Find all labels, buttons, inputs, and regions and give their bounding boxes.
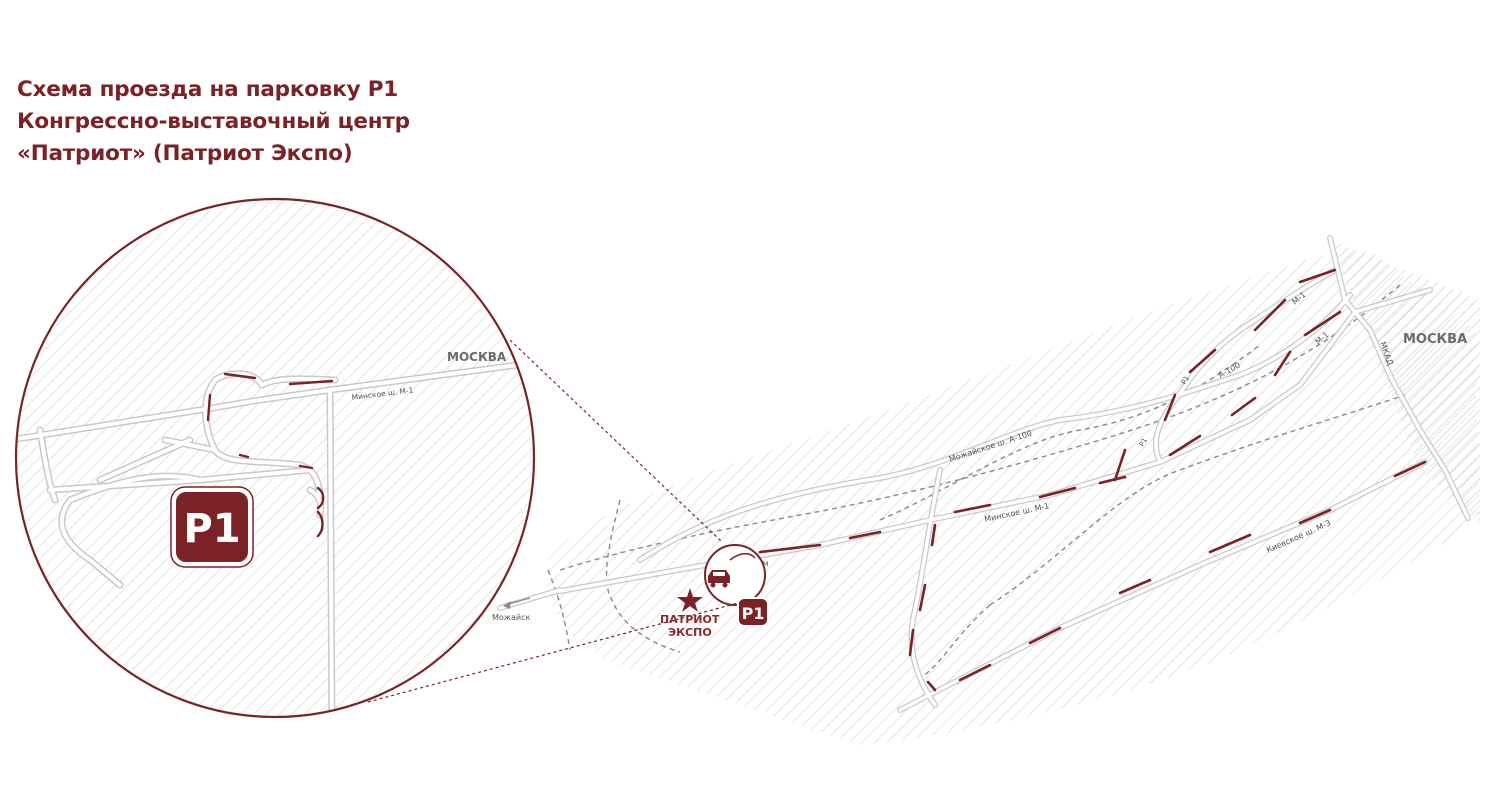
arrow-left-icon [503,597,531,609]
inset-zoom[interactable]: МОСКВА Минское ш. М-1 P1 [10,190,550,740]
brand-line-2: ЭКСПО [668,626,712,639]
map-city-label: МОСКВА [1403,332,1467,347]
expo-logo: ПАТРИОТ ЭКСПО [660,588,720,639]
road-label-r1: Р1 [1180,374,1191,386]
map-parking-label: P1 [742,604,765,623]
inset-parking-icon[interactable]: P1 [170,486,254,568]
zoom-connectors [367,339,743,703]
car-icon [708,570,730,588]
inset-parking-label: P1 [183,506,240,552]
brand-line-1: ПАТРИОТ [660,613,720,626]
inset-city-label: МОСКВА [447,350,507,364]
region-borders [547,284,1406,681]
star-icon [677,588,703,612]
title-line-2: Конгрессно-выставочный центр [17,109,410,134]
route-arrows [758,268,1427,692]
title-line-3: «Патриот» (Патриот Экспо) [17,141,353,166]
parking-icon[interactable]: P1 [737,597,769,627]
title-line-1: Схема проезда на парковку Р1 [17,77,399,102]
map-terrain [546,240,1480,745]
page-title: Схема проезда на парковку Р1 Конгрессно-… [17,74,410,170]
road-label-r1-b: Р1 [1138,436,1149,448]
roads [497,235,1471,713]
location-marker[interactable] [704,544,766,606]
mozhaysk-label: Можайск [492,613,531,622]
